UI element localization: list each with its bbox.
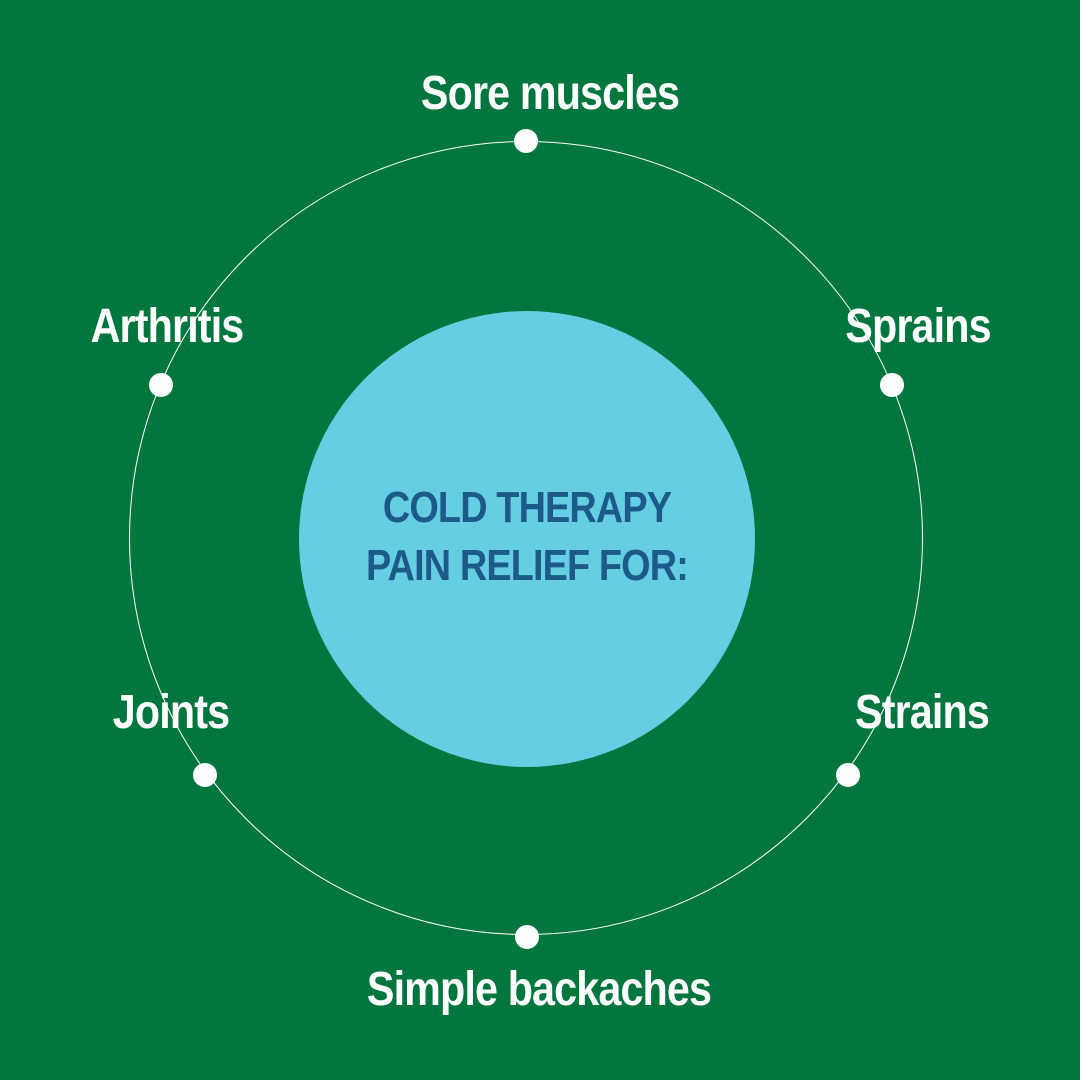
node-dot-simple-backaches bbox=[515, 925, 539, 949]
node-dot-strains bbox=[836, 763, 860, 787]
node-dot-joints bbox=[193, 763, 217, 787]
node-dot-sprains bbox=[880, 373, 904, 397]
center-heading: COLD THERAPY PAIN RELIEF FOR: bbox=[331, 479, 723, 595]
center-heading-line-2: PAIN RELIEF FOR: bbox=[366, 541, 689, 590]
center-heading-line-1: COLD THERAPY bbox=[382, 483, 672, 532]
node-label-sprains: Sprains bbox=[845, 300, 991, 353]
node-label-simple-backaches: Simple backaches bbox=[366, 963, 712, 1016]
node-dot-arthritis bbox=[149, 373, 173, 397]
center-circle bbox=[299, 311, 755, 767]
node-label-arthritis: Arthritis bbox=[90, 300, 245, 353]
node-dot-sore-muscles bbox=[514, 129, 538, 153]
node-label-joints: Joints bbox=[112, 686, 230, 739]
node-label-strains: Strains bbox=[855, 686, 990, 739]
node-label-sore-muscles: Sore muscles bbox=[420, 67, 680, 120]
